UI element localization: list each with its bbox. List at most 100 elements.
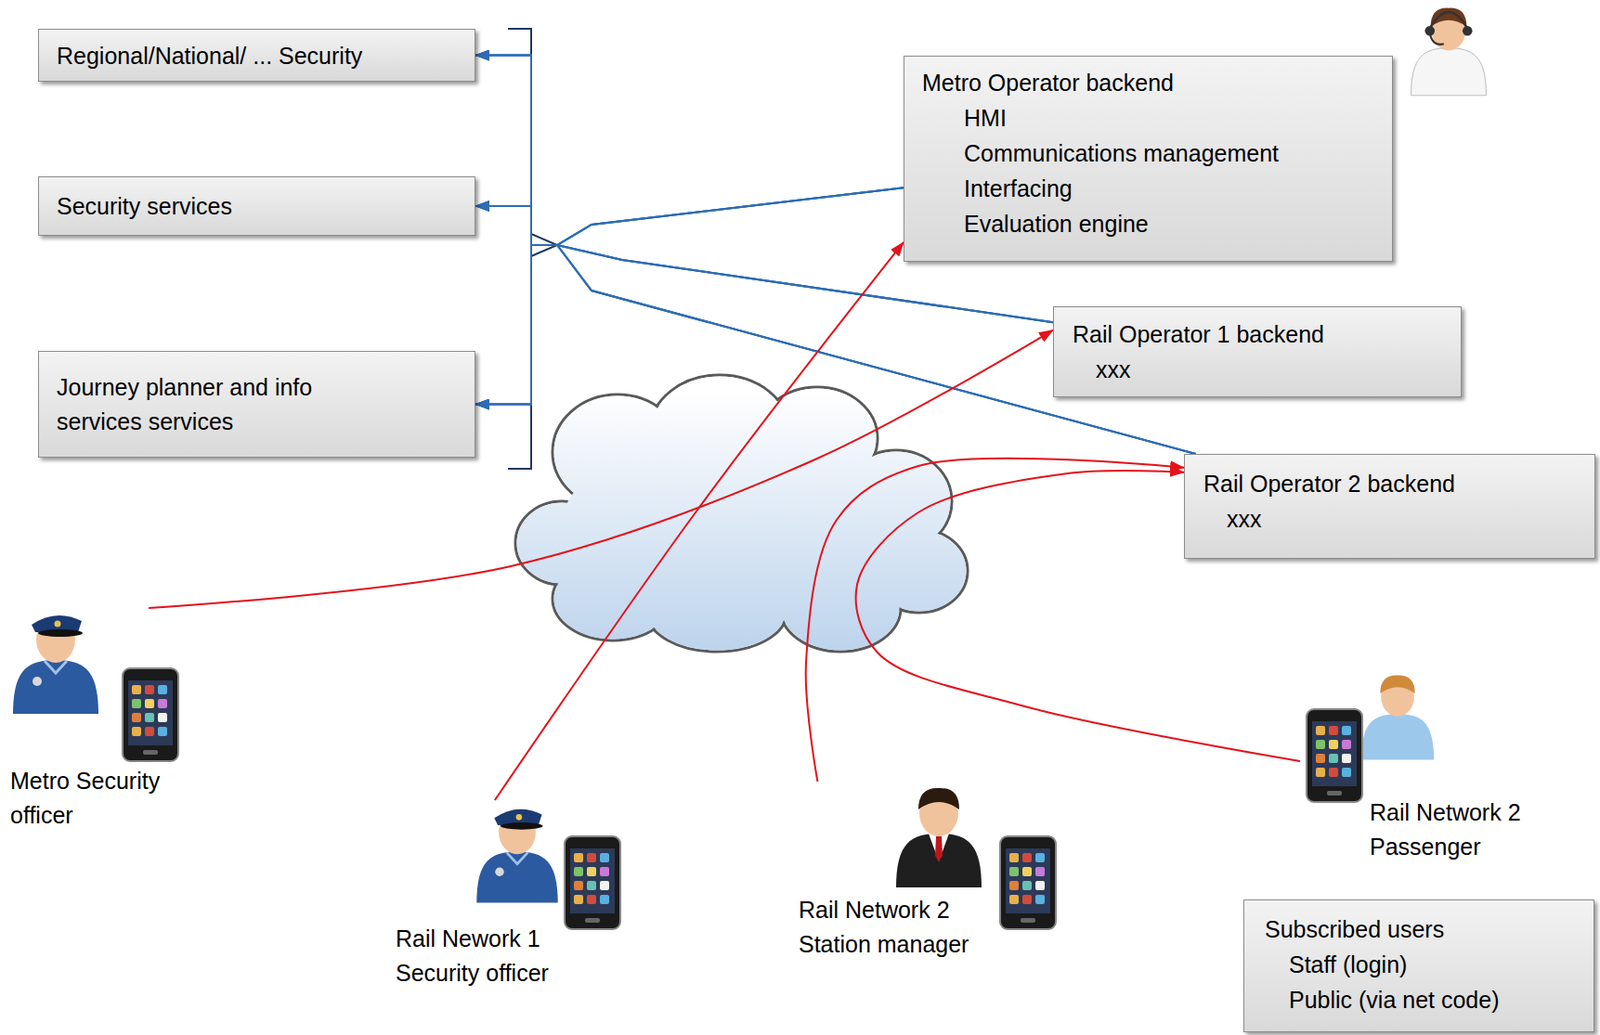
phone-icon — [1000, 836, 1056, 930]
phone-icon — [573, 895, 584, 905]
phone-icon — [599, 895, 610, 905]
box-title: Metro Operator backend — [922, 65, 1375, 101]
backend-box: Rail Operator 2 backendxxx — [1183, 454, 1596, 560]
phone-icon — [1312, 721, 1357, 787]
person-icon — [32, 676, 42, 687]
service-arrow — [475, 55, 904, 247]
person-icon — [476, 809, 558, 904]
box-item: xxx — [1095, 351, 1443, 388]
phone-icon — [157, 713, 168, 723]
phone-icon — [573, 881, 584, 891]
phone-icon — [1306, 709, 1363, 803]
phone-icon — [1035, 881, 1045, 891]
phone-icon — [564, 836, 621, 930]
phone-icon — [122, 668, 179, 762]
phone-icon — [1326, 791, 1342, 796]
actor-node: Rail Network 2 Station manager — [793, 781, 1064, 968]
box-title: Subscribed users — [1264, 911, 1574, 948]
phone-icon — [573, 853, 584, 863]
service-box: Regional/National/ ... Security — [38, 28, 476, 82]
phone-icon — [1315, 754, 1326, 764]
phone-icon — [1009, 867, 1019, 877]
box-item: HMI — [963, 100, 1375, 136]
info-box: Subscribed usersStaff (login)Public (via… — [1243, 899, 1595, 1033]
box-item: Interfacing — [963, 170, 1375, 207]
operator-icon — [1430, 33, 1444, 45]
person-icon — [928, 833, 950, 862]
phone-icon — [1022, 881, 1032, 891]
box-title: Rail Operator 2 backend — [1203, 466, 1576, 502]
actor-label: Rail Nework 1 Security officer — [395, 922, 586, 991]
phone-icon — [144, 727, 155, 737]
box-title: Journey planner and info services servic… — [56, 370, 373, 440]
phone-icon — [586, 867, 597, 877]
phone-icon — [1341, 740, 1352, 750]
box-title: Rail Operator 1 backend — [1072, 316, 1443, 352]
phone-icon — [586, 853, 597, 863]
phone-icon — [1341, 754, 1352, 764]
operator-icon — [1462, 26, 1473, 37]
phone-icon — [157, 699, 168, 709]
actor-node: Rail Network 2 Passenger — [1300, 668, 1570, 869]
phone-icon — [564, 836, 621, 930]
box-item: Public (via net code) — [1288, 982, 1574, 1018]
phone-icon — [1328, 740, 1339, 750]
person-icon — [54, 621, 62, 628]
operator-icon — [1430, 8, 1468, 27]
person-icon — [935, 836, 943, 862]
phone-icon — [1315, 726, 1326, 736]
service-arrow — [475, 187, 904, 404]
phone-icon — [1009, 853, 1019, 863]
person-icon — [918, 788, 960, 810]
phone-icon — [1035, 867, 1045, 877]
phone-icon — [122, 668, 179, 762]
person-icon — [896, 833, 982, 888]
phone-icon — [1328, 767, 1339, 778]
phone-icon — [586, 895, 597, 905]
person-icon — [13, 615, 99, 715]
phone-icon — [143, 750, 158, 755]
person-icon — [494, 868, 505, 878]
phone-icon — [131, 727, 142, 737]
phone-icon — [1306, 709, 1363, 803]
phone-icon — [157, 685, 168, 695]
phone-icon — [573, 867, 584, 877]
phone-icon — [131, 699, 142, 709]
actor-label: Rail Network 2 Passenger — [1369, 795, 1561, 865]
box-item: xxx — [1226, 501, 1576, 537]
box-title: Security services — [56, 188, 457, 224]
phone-icon — [1022, 853, 1032, 863]
phone-icon — [1022, 867, 1032, 877]
phone-icon — [599, 853, 610, 863]
person-icon — [516, 814, 523, 821]
person-icon — [1361, 714, 1434, 760]
actor-icon — [9, 608, 200, 794]
phone-icon — [1315, 767, 1326, 778]
box-title: Regional/National/ ... Security — [56, 38, 457, 74]
actor-label: Metro Security officer — [10, 764, 201, 833]
service-arrow — [475, 187, 904, 246]
phone-icon — [128, 680, 173, 746]
box-item: Evaluation engine — [963, 206, 1375, 242]
person-icon — [38, 629, 83, 638]
operator-icon — [1429, 12, 1469, 30]
person-icon — [13, 660, 99, 715]
phone-icon — [144, 699, 155, 709]
phone-icon — [1341, 726, 1352, 736]
phone-icon — [599, 881, 610, 891]
service-box: Security services — [38, 176, 476, 236]
phone-icon — [1035, 895, 1045, 905]
phone-icon — [585, 918, 600, 924]
operator-icon — [1411, 8, 1487, 96]
phone-icon — [599, 867, 610, 877]
phone-icon — [1035, 853, 1045, 863]
phone-icon — [1009, 881, 1019, 891]
phone-icon — [1315, 740, 1326, 750]
phone-icon — [1000, 836, 1056, 930]
phone-icon — [1341, 767, 1352, 778]
actor-node: Rail Nework 1 Security officer — [390, 800, 623, 996]
person-icon — [476, 851, 558, 903]
phone-icon — [1328, 726, 1339, 736]
phone-icon — [144, 685, 155, 695]
